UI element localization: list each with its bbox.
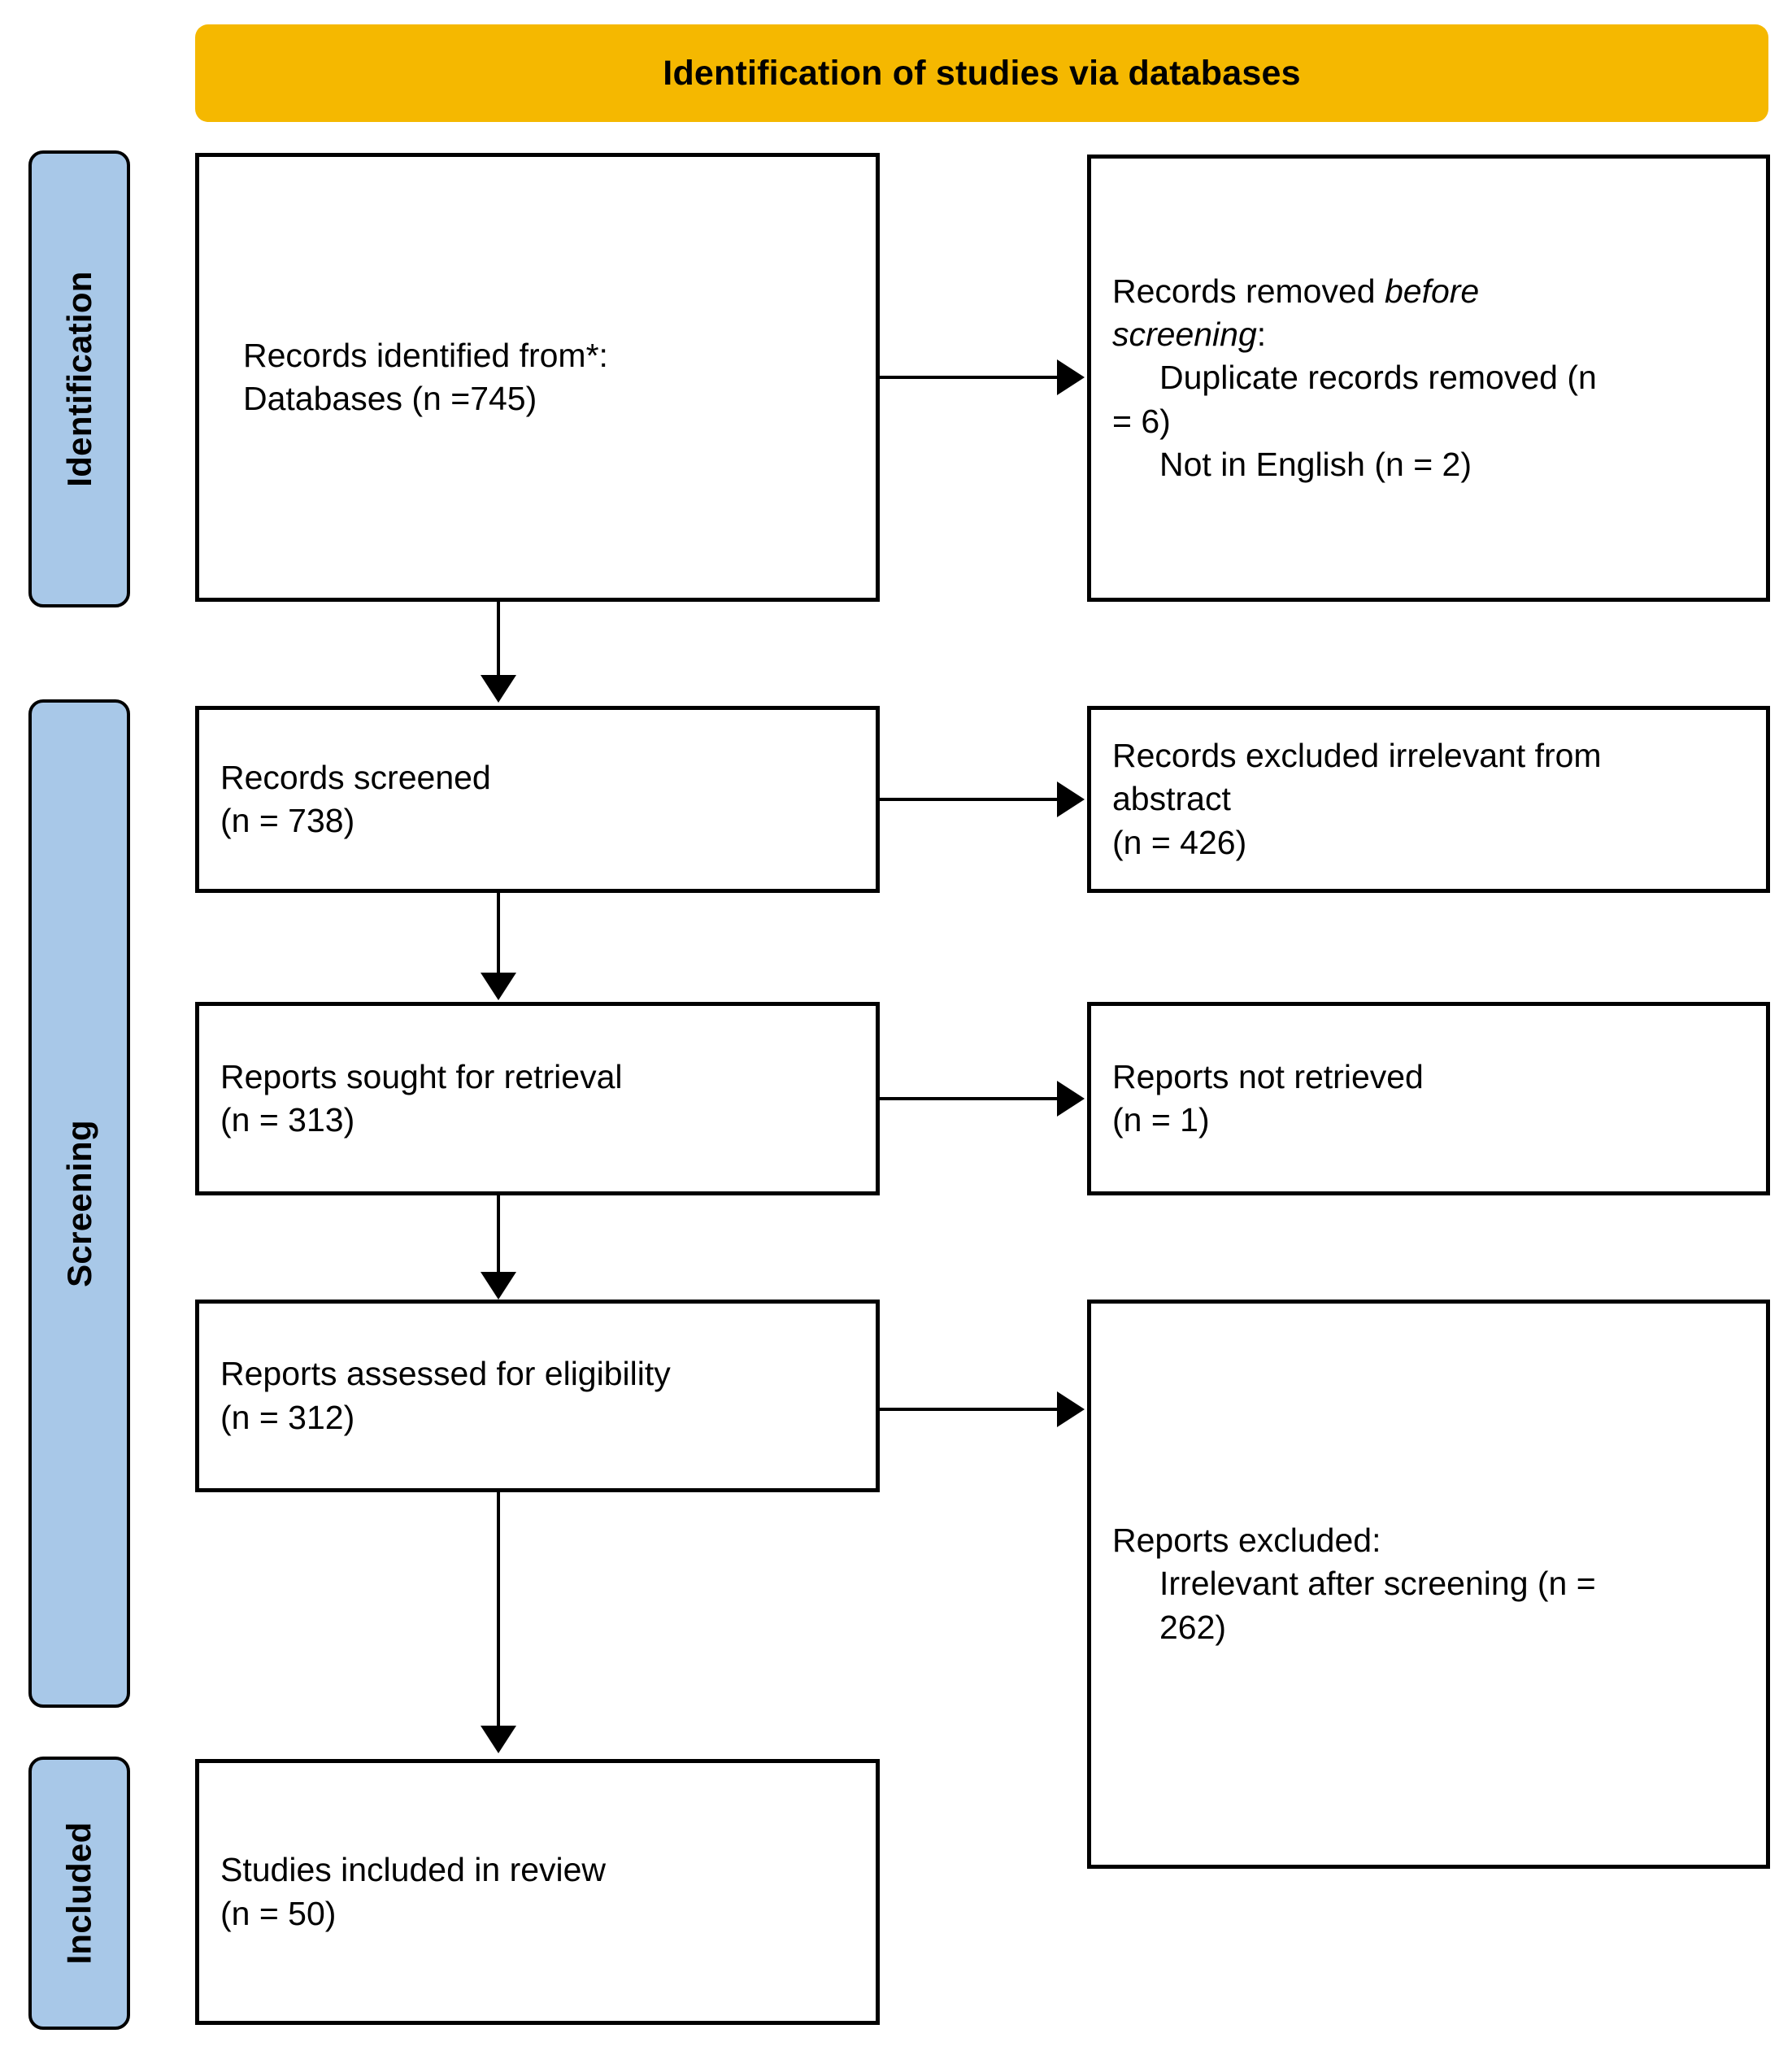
records-removed-not-english: Not in English (n = 2) xyxy=(1159,445,1472,483)
reports-sought-count: (n = 313) xyxy=(220,1101,355,1139)
records-excluded-abstract-count: (n = 426) xyxy=(1112,823,1247,861)
connector-sought-to-assessed-line xyxy=(497,1195,500,1277)
box-studies-included: Studies included in review (n = 50) xyxy=(195,1759,880,2025)
phase-label-screening-text: Screening xyxy=(59,1120,98,1287)
box-records-identified: Records identified from*: Databases (n =… xyxy=(195,153,880,602)
box-records-removed-before-screening: Records removed before screening: Duplic… xyxy=(1087,155,1770,602)
phase-label-identification: Identification xyxy=(28,150,130,607)
connector-screened-to-sought-line xyxy=(497,893,500,974)
box-reports-assessed: Reports assessed for eligibility (n = 31… xyxy=(195,1300,880,1492)
studies-included-label: Studies included in review xyxy=(220,1851,607,1889)
reports-assessed-label: Reports assessed for eligibility xyxy=(220,1355,671,1393)
connector-sought-to-assessed-arrow xyxy=(481,1272,516,1300)
connector-assessed-to-excluded-arrow xyxy=(1057,1391,1085,1427)
box-records-screened: Records screened (n = 738) xyxy=(195,706,880,893)
records-identified-line-2: Databases (n =745) xyxy=(243,380,537,417)
records-removed-line-1: Records removed before xyxy=(1112,270,1745,313)
records-identified-line-1: Records identified from*: xyxy=(243,336,608,374)
connector-screened-to-sought-arrow xyxy=(481,973,516,1000)
connector-identified-to-screened-arrow xyxy=(481,675,516,703)
records-removed-duplicate-count: = 6) xyxy=(1112,402,1171,440)
box-records-excluded-abstract: Records excluded irrelevant from abstrac… xyxy=(1087,706,1770,893)
records-excluded-abstract-line-2: abstract xyxy=(1112,780,1231,818)
reports-excluded-heading: Reports excluded: xyxy=(1112,1522,1381,1560)
connector-sought-to-not-retrieved-arrow xyxy=(1057,1081,1085,1117)
connector-screened-to-excluded-arrow xyxy=(1057,782,1085,817)
records-removed-prefix: Records removed xyxy=(1112,272,1385,310)
connector-sought-to-not-retrieved-line xyxy=(880,1097,1059,1100)
phase-label-screening: Screening xyxy=(28,699,130,1708)
reports-not-retrieved-count: (n = 1) xyxy=(1112,1101,1210,1139)
connector-assessed-to-excluded-line xyxy=(880,1408,1059,1411)
records-screened-label: Records screened xyxy=(220,758,491,796)
records-removed-duplicate-line: Duplicate records removed (n xyxy=(1159,359,1597,397)
phase-label-included-text: Included xyxy=(59,1822,98,1965)
box-reports-excluded: Reports excluded: Irrelevant after scree… xyxy=(1087,1300,1770,1869)
reports-assessed-count: (n = 312) xyxy=(220,1398,355,1436)
box-reports-not-retrieved: Reports not retrieved (n = 1) xyxy=(1087,1002,1770,1195)
reports-not-retrieved-label: Reports not retrieved xyxy=(1112,1057,1424,1095)
records-removed-line-2: screening: xyxy=(1112,313,1745,356)
connector-identified-to-screened-line xyxy=(497,602,500,677)
connector-screened-to-excluded-line xyxy=(880,798,1059,801)
reports-excluded-irrelevant-count: 262) xyxy=(1159,1608,1227,1646)
connector-identified-to-removed-arrow xyxy=(1057,359,1085,395)
connector-assessed-to-included-arrow xyxy=(481,1726,516,1753)
records-removed-emph-before: before xyxy=(1384,272,1480,310)
records-excluded-abstract-line-1: Records excluded irrelevant from xyxy=(1112,737,1602,775)
box-reports-sought: Reports sought for retrieval (n = 313) xyxy=(195,1002,880,1195)
banner-title: Identification of studies via databases xyxy=(663,53,1301,93)
connector-assessed-to-included-line xyxy=(497,1492,500,1728)
phase-label-included: Included xyxy=(28,1757,130,2030)
records-removed-emph-screening: screening xyxy=(1112,316,1257,354)
reports-sought-label: Reports sought for retrieval xyxy=(220,1057,623,1095)
connector-identified-to-removed-line xyxy=(880,376,1059,379)
phase-label-identification-text: Identification xyxy=(59,271,98,487)
banner-identification-via-databases: Identification of studies via databases xyxy=(195,24,1768,122)
records-removed-colon: : xyxy=(1256,316,1267,354)
reports-excluded-irrelevant: Irrelevant after screening (n = xyxy=(1159,1565,1596,1603)
records-screened-count: (n = 738) xyxy=(220,802,355,839)
studies-included-count: (n = 50) xyxy=(220,1894,337,1932)
